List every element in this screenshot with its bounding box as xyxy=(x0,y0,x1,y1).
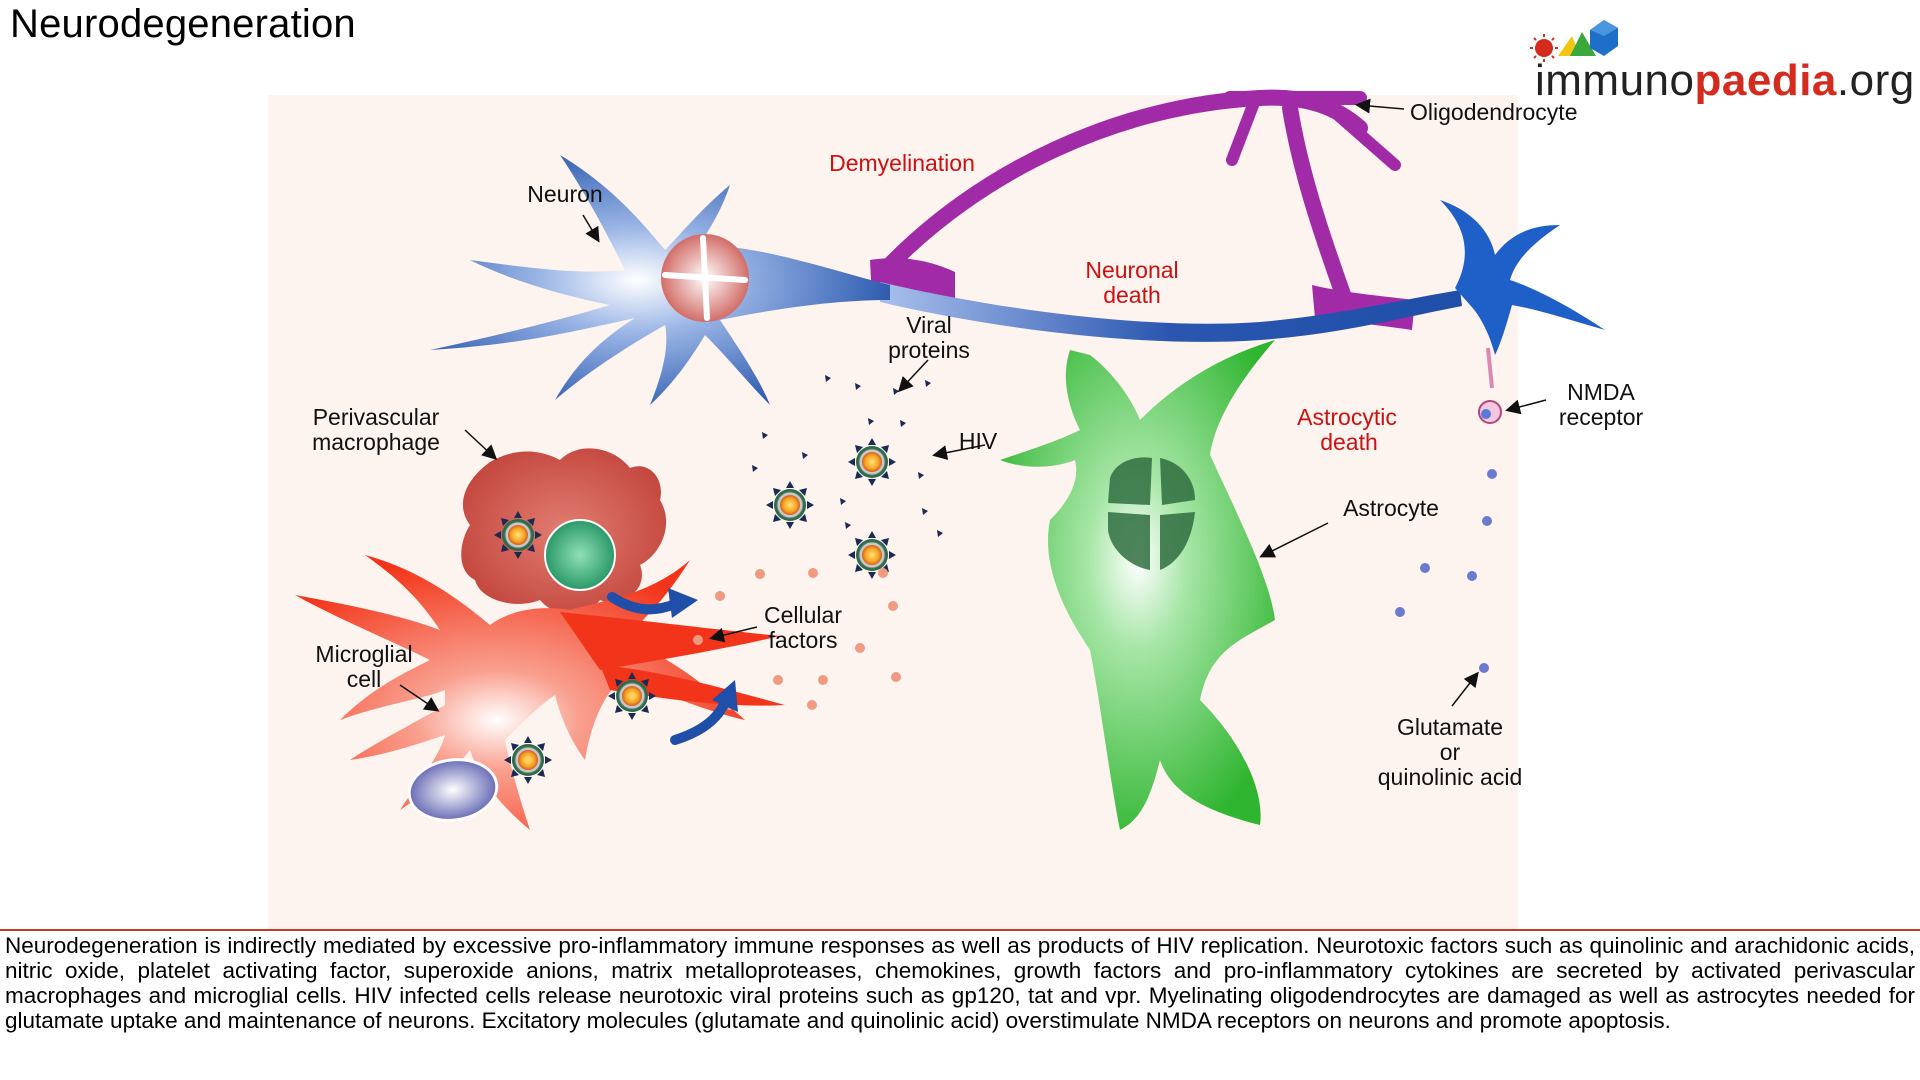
astrocyte xyxy=(1000,340,1275,830)
label-nmda-1: NMDA xyxy=(1567,379,1635,405)
label-microglial-2: cell xyxy=(347,666,382,692)
label-astrocyte: Astrocyte xyxy=(1343,495,1439,521)
label-viral-proteins-2: proteins xyxy=(888,337,970,363)
label-neuronal-death-1: Neuronal xyxy=(1085,257,1178,283)
immunopaedia-logo: immunopaedia.org xyxy=(1515,10,1915,105)
microglia-secretion-arrow xyxy=(670,695,731,745)
macrophage-secretion-arrow xyxy=(607,592,680,615)
label-nmda-2: receptor xyxy=(1559,404,1644,430)
label-glutamate-3: quinolinic acid xyxy=(1378,764,1522,790)
label-glutamate-1: Glutamate xyxy=(1397,714,1503,740)
logo-wordmark: immunopaedia.org xyxy=(1535,56,1915,105)
label-cellular-factors-2: factors xyxy=(768,627,837,653)
nmda-receptor xyxy=(1478,400,1502,424)
label-perivascular-2: macrophage xyxy=(312,429,440,455)
logo-cubes-icon xyxy=(1530,20,1618,62)
label-oligodendrocyte: Oligodendrocyte xyxy=(1410,99,1578,125)
viral-proteins xyxy=(752,375,943,537)
arrow-head-icon xyxy=(712,680,738,712)
label-microglial-1: Microglial xyxy=(315,641,412,667)
page-title: Neurodegeneration xyxy=(10,2,356,46)
caption-divider xyxy=(0,929,1920,931)
label-demyelination: Demyelination xyxy=(829,150,975,176)
arrow-head-icon xyxy=(668,588,698,618)
label-glutamate-2: or xyxy=(1440,739,1461,765)
label-astrocytic-death-2: death xyxy=(1320,429,1378,455)
label-neuronal-death-2: death xyxy=(1103,282,1161,308)
caption-text: Neurodegeneration is indirectly mediated… xyxy=(5,933,1915,1033)
glutamate-molecules xyxy=(1395,469,1497,673)
secretion-arrows xyxy=(607,588,738,745)
label-viral-proteins-1: Viral xyxy=(906,312,952,338)
oligodendrocyte xyxy=(877,89,1401,308)
neurodegeneration-diagram: Neuron Demyelination Oligodendrocyte Neu… xyxy=(268,89,1644,929)
perivascular-macrophage xyxy=(461,448,667,615)
label-perivascular-1: Perivascular xyxy=(313,404,440,430)
label-astrocytic-death-1: Astrocytic xyxy=(1297,404,1397,430)
neuron xyxy=(430,155,1605,405)
label-neuron: Neuron xyxy=(527,181,602,207)
label-pointers xyxy=(399,98,1547,712)
label-hiv: HIV xyxy=(959,428,998,454)
label-cellular-factors-1: Cellular xyxy=(764,602,842,628)
